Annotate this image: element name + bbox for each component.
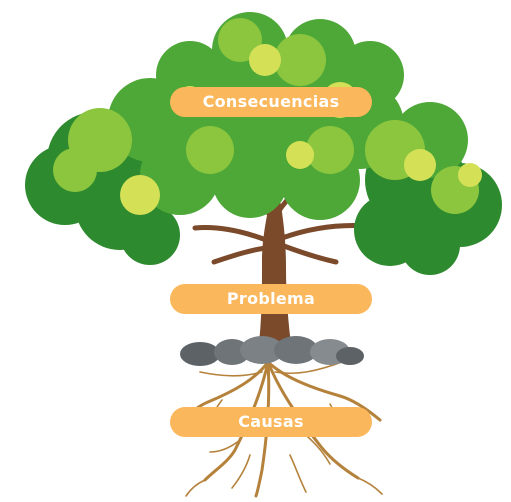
causes-label: Causas — [170, 407, 372, 437]
consequences-label: Consecuencias — [170, 87, 372, 117]
trunk-shape — [258, 200, 292, 352]
root-strand — [209, 439, 241, 453]
root-strand — [357, 477, 383, 495]
foliage-clump — [218, 18, 262, 62]
foliage-clump — [458, 163, 482, 187]
foliage-clump — [120, 175, 160, 215]
root-strand — [289, 454, 307, 493]
rock-shape — [274, 336, 318, 364]
problem-label: Problema — [170, 284, 372, 314]
rock-shape — [240, 336, 284, 364]
root-strand — [266, 360, 360, 480]
branch-shape — [281, 243, 339, 265]
foliage-illustration — [25, 12, 502, 275]
foliage-clump — [249, 44, 281, 76]
branch-shape — [192, 225, 269, 243]
foliage-clump — [53, 148, 97, 192]
foliage-clump — [186, 126, 234, 174]
foliage-clump — [274, 34, 326, 86]
foliage-clump — [404, 149, 436, 181]
foliage-clump — [286, 141, 314, 169]
rocks-illustration — [180, 336, 364, 366]
root-strand — [231, 454, 251, 489]
rock-shape — [336, 347, 364, 365]
foliage-clump — [306, 126, 354, 174]
root-strand — [185, 479, 206, 497]
foliage-clump — [400, 215, 460, 275]
foliage-clump — [120, 205, 180, 265]
rock-shape — [180, 342, 220, 366]
rock-shape — [214, 339, 250, 365]
root-strand — [203, 360, 270, 482]
root-strand — [254, 360, 271, 498]
root-strand — [199, 371, 263, 377]
branch-shape — [211, 245, 269, 265]
